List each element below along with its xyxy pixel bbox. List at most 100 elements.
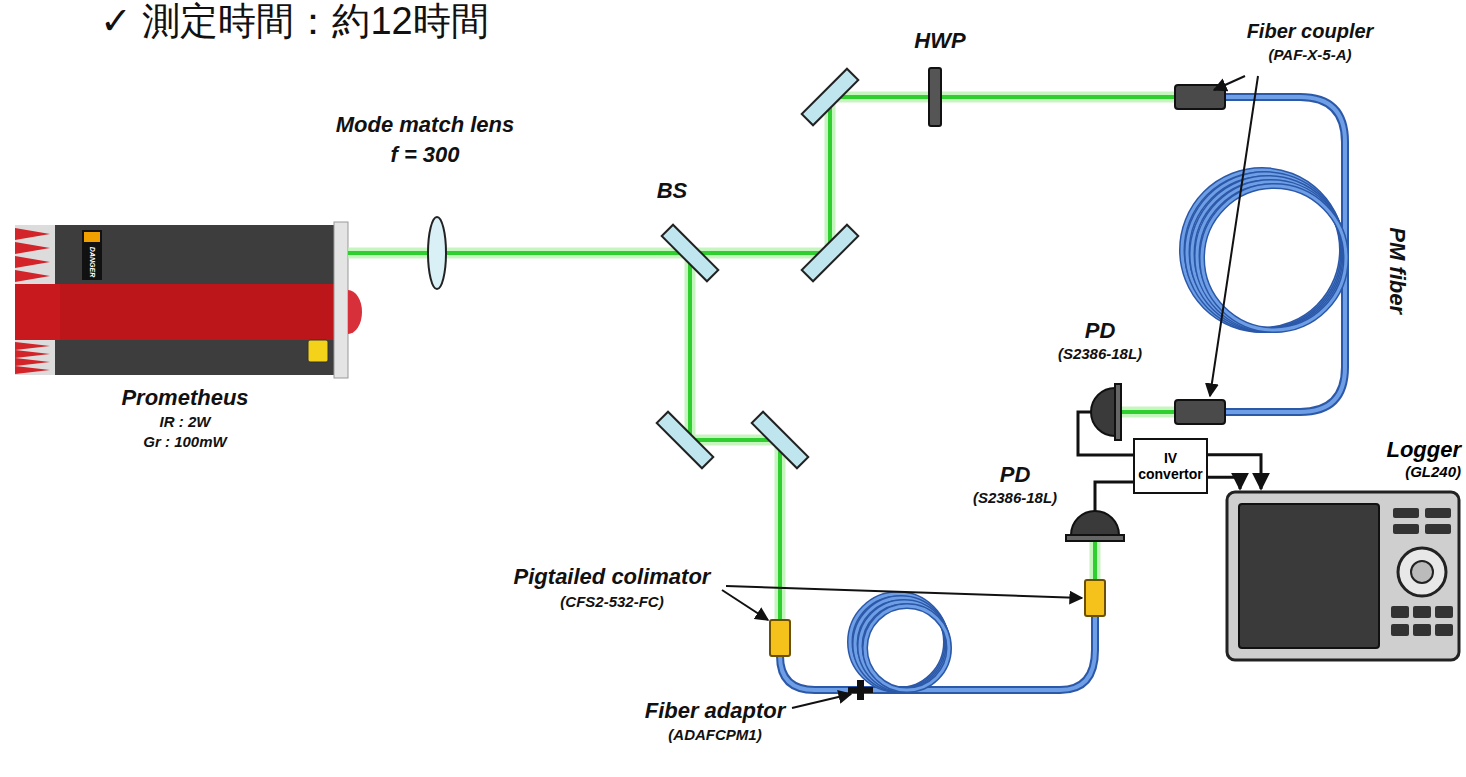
part-label: Fiber adaptor [645,698,786,723]
drawing-part [15,225,340,375]
drawing-part [662,225,719,282]
drawing-part [1066,535,1124,541]
drawing-part [334,222,348,378]
drawing-part [1071,511,1119,535]
model-number: (GL240) [1386,463,1461,480]
drawing-part [1425,508,1451,518]
half-wave-plate [929,68,941,126]
drawing-part [1239,504,1379,648]
converter-box: IV convertor [1133,438,1208,494]
drawing-part [1435,606,1453,618]
laser [15,222,362,378]
part-label: PD [1085,318,1116,343]
part-label: Pigtailed colimator [514,564,711,589]
part-label: Prometheus [121,385,248,410]
drawing-part [1391,606,1409,618]
part-label: f = 300 [390,142,459,167]
drawing-part [770,620,790,656]
drawing-part [15,350,50,358]
fiber [780,594,1095,690]
drawing-part [15,256,50,268]
part-label: Mode match lens [336,112,514,137]
drawing-part [1197,182,1345,330]
drawing-part [1225,97,1345,412]
drawing-part [15,270,50,282]
drawing-part [726,586,1082,598]
drawing-part [802,69,859,126]
drawing-part [15,228,50,240]
device-name: Logger [1386,437,1461,462]
drawing-part [15,366,50,374]
drawing-part [1393,508,1419,518]
drawing-part [802,225,859,282]
drawing-part [865,606,949,690]
drawing-part [1393,524,1419,534]
part-label: PD [1000,462,1031,487]
drawing-part [15,342,50,350]
drawing-part [1175,400,1225,424]
laser-beam [348,97,1225,622]
part-label: Gr : 100mW [143,433,226,450]
drawing-part [1413,606,1431,618]
part-label: DANGER [88,247,96,277]
part-label: (S2386-18L) [973,489,1057,506]
drawing-part [1095,482,1133,511]
part-label: HWP [914,28,965,53]
drawing-part [348,97,1225,622]
pm-fiber [1182,97,1346,412]
mirror [657,69,859,469]
drawing-part [348,290,362,334]
drawing-part [1398,548,1446,596]
drawing-part [1210,76,1258,396]
drawing-part [1413,624,1431,636]
lens [428,217,446,289]
photodiode [1091,384,1121,440]
note-text: ✓ 測定時間：約12時間 [100,0,489,44]
collimator [770,580,1105,656]
part-label: (S2386-18L) [1058,345,1142,362]
drawing-part [1435,624,1453,636]
drawing-part [1214,76,1245,90]
drawing-part [1085,580,1105,616]
drawing-part [1182,170,1346,330]
drawing-part [1115,384,1121,440]
part-label: IR : 2W [160,413,211,430]
signal-arrow [1208,455,1261,489]
drawing-part [15,284,340,340]
drawing-part [722,590,768,620]
part-label: (PAF-X-5-A) [1268,46,1351,63]
drawing-part [308,340,328,362]
drawing-part [82,230,102,280]
box-text: IV convertor [1138,450,1203,482]
device-label: Logger(GL240) [1386,437,1461,480]
part-label: (ADAFCPM1) [668,726,761,743]
drawing-part [752,412,809,469]
drawing-part [865,606,949,690]
part-label: (CFS2-532-FC) [560,593,663,610]
drawing-part [1225,97,1345,412]
signal-arrow [1208,477,1240,489]
drawing-part [848,687,873,693]
drawing-part [860,602,948,690]
drawing-part [657,412,714,469]
drawing-part [1425,524,1451,534]
drawing-part [792,694,851,708]
drawing-part [1197,182,1345,330]
drawing-part [860,602,948,690]
drawing-part [1411,561,1433,583]
drawing-part [60,284,340,340]
drawing-part [850,594,949,690]
leader-line [722,76,1258,708]
part-label: Fiber coupler [1247,20,1374,43]
drawing-part [1391,624,1409,636]
fiber-adaptor [848,680,873,700]
drawing-part [1078,412,1133,455]
part-label: PM fiber [1384,227,1409,314]
wire [1078,412,1133,511]
fiber-coupler [1175,85,1225,424]
drawing-part [1091,388,1115,436]
drawing-part [15,242,50,254]
drawing-part [15,358,50,366]
drawing-part [1227,492,1459,660]
